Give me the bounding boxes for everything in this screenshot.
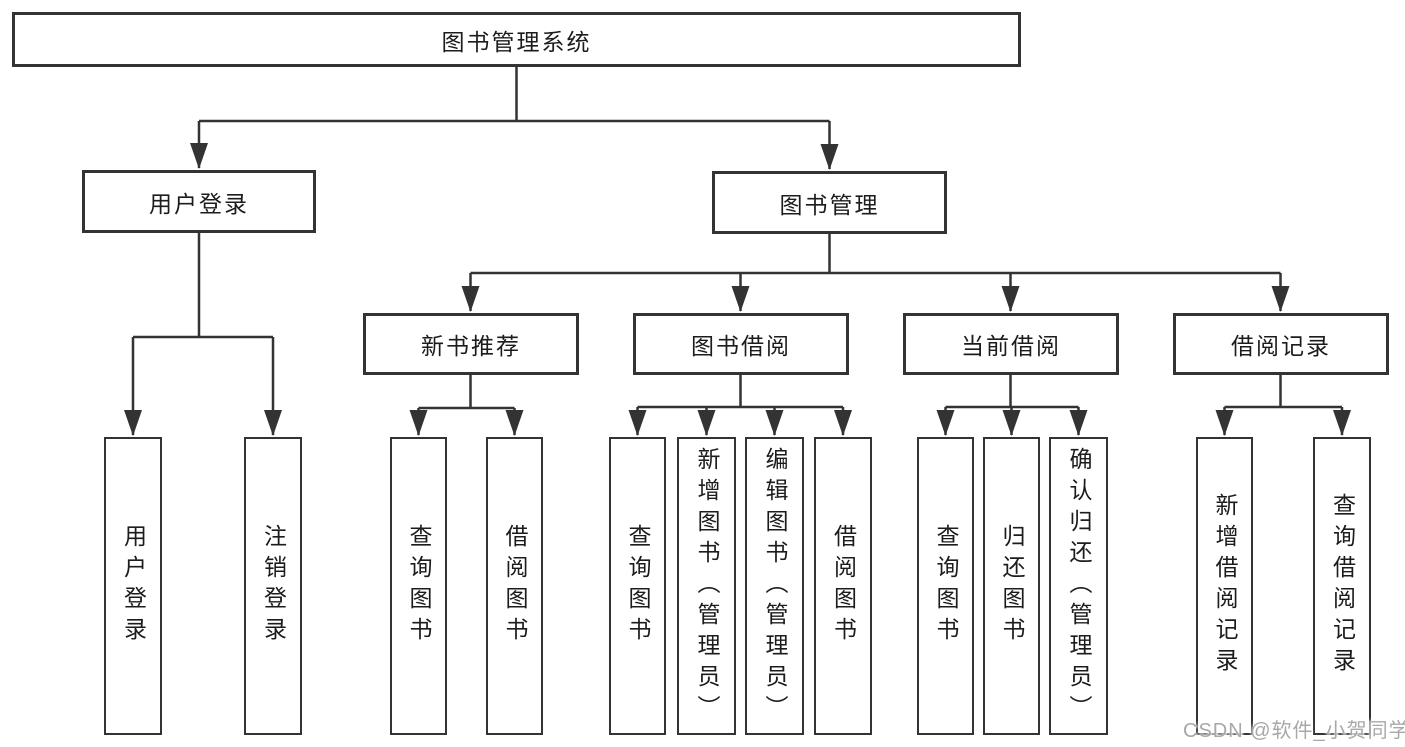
node-label: 借阅图书: [502, 524, 528, 648]
leaf-query-books-current: 查询图书: [917, 437, 974, 735]
node-label: 新增图书（管理员）: [694, 446, 720, 726]
node-label: 用户登录: [120, 524, 147, 648]
csdn-watermark: CSDN @软件_小贺同学: [1183, 720, 1405, 742]
leaf-borrow-books-recommend: 借阅图书: [486, 437, 543, 735]
leaf-add-borrow-record: 新增借阅记录: [1196, 437, 1253, 735]
node-label: 新增借阅记录: [1212, 493, 1238, 679]
leaf-add-books-admin: 新增图书（管理员）: [677, 437, 736, 735]
node-label: 图书管理: [779, 191, 880, 218]
node-label: 查询图书: [933, 524, 959, 648]
node-label: 查询图书: [406, 524, 432, 648]
leaf-borrow-books: 借阅图书: [814, 437, 872, 735]
node-label: 图书借阅: [691, 333, 791, 359]
leaf-logout: 注销登录: [244, 437, 302, 735]
leaf-return-books: 归还图书: [983, 437, 1040, 735]
node-book-management: 图书管理: [712, 171, 947, 234]
leaf-query-books-recommend: 查询图书: [390, 437, 447, 735]
node-label: 新书推荐: [421, 333, 521, 359]
leaf-query-borrow-record: 查询借阅记录: [1313, 437, 1371, 735]
node-label: 查询借阅记录: [1329, 493, 1356, 679]
node-new-book-recommendation: 新书推荐: [363, 313, 579, 375]
node-current-borrowing: 当前借阅: [903, 313, 1119, 375]
node-label: 注销登录: [260, 524, 287, 648]
leaf-query-books-borrow: 查询图书: [609, 437, 666, 735]
leaf-user-login: 用户登录: [104, 437, 162, 735]
node-label: 编辑图书（管理员）: [762, 446, 788, 726]
node-label: 借阅图书: [830, 524, 857, 648]
node-user-login: 用户登录: [82, 170, 316, 233]
node-borrowing-records: 借阅记录: [1173, 313, 1389, 375]
node-label: 用户登录: [149, 190, 249, 217]
leaf-edit-books-admin: 编辑图书（管理员）: [745, 437, 804, 735]
node-label: 归还图书: [999, 524, 1025, 648]
node-label: 确认归还（管理员）: [1066, 446, 1092, 726]
node-library-management-system: 图书管理系统: [12, 12, 1021, 67]
node-label: 当前借阅: [961, 333, 1061, 359]
node-label: 借阅记录: [1231, 333, 1331, 359]
node-label: 查询图书: [625, 524, 651, 648]
leaf-confirm-return-admin: 确认归还（管理员）: [1049, 437, 1108, 735]
node-label: 图书管理系统: [441, 28, 592, 55]
node-book-borrowing: 图书借阅: [633, 313, 849, 375]
